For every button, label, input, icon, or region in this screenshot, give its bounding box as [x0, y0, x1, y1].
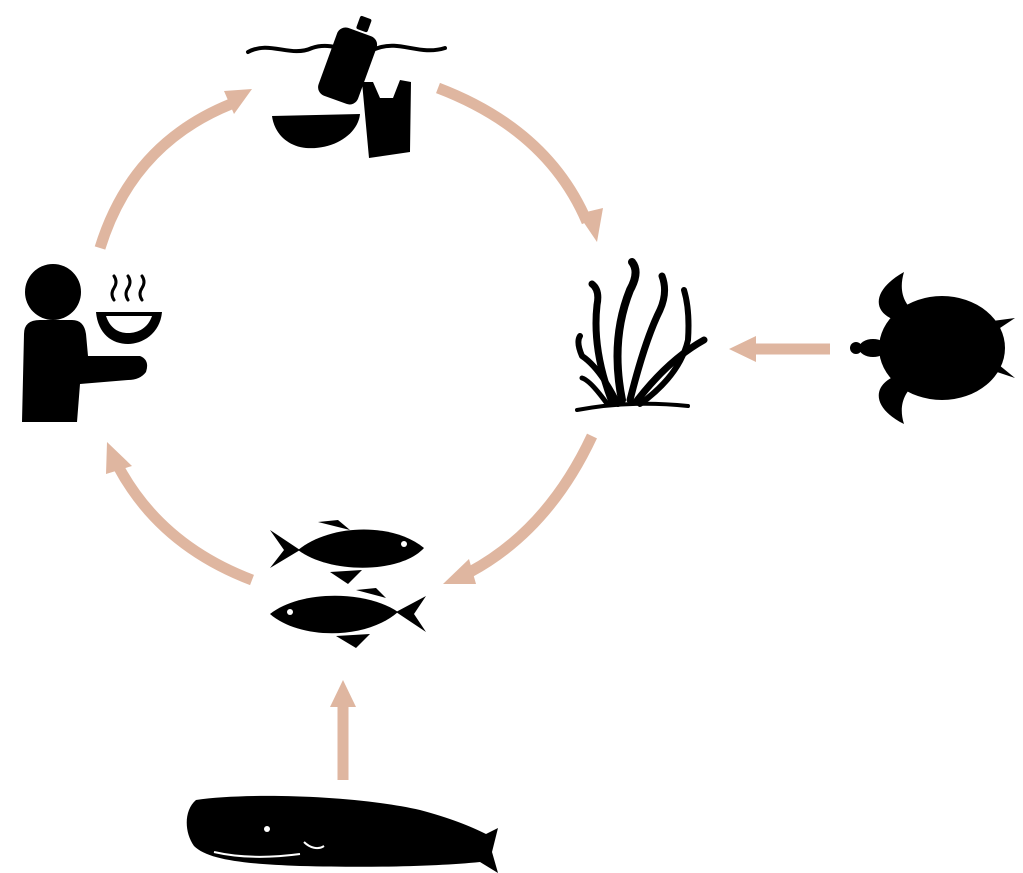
fish-pair-icon: [270, 520, 426, 648]
fish-bottom-icon: [270, 588, 426, 648]
sperm-whale-icon: [187, 796, 498, 873]
arrow-plastic-to-seagrass: [438, 88, 603, 242]
arrow-person-to-plastic: [100, 89, 252, 248]
arrow-whale-to-fish: [330, 680, 356, 780]
fish-top-icon: [270, 520, 424, 584]
arrow-seagrass-to-fish: [443, 436, 592, 584]
plastic-waste-icon: [248, 10, 445, 158]
arrow-turtle-to-seagrass: [729, 336, 830, 362]
arrows: [100, 88, 830, 780]
sea-turtle-icon: [850, 272, 1015, 424]
arrow-fish-to-person: [106, 442, 252, 580]
person-serving-food-icon: [22, 264, 162, 422]
seagrass-icon: [577, 262, 704, 410]
